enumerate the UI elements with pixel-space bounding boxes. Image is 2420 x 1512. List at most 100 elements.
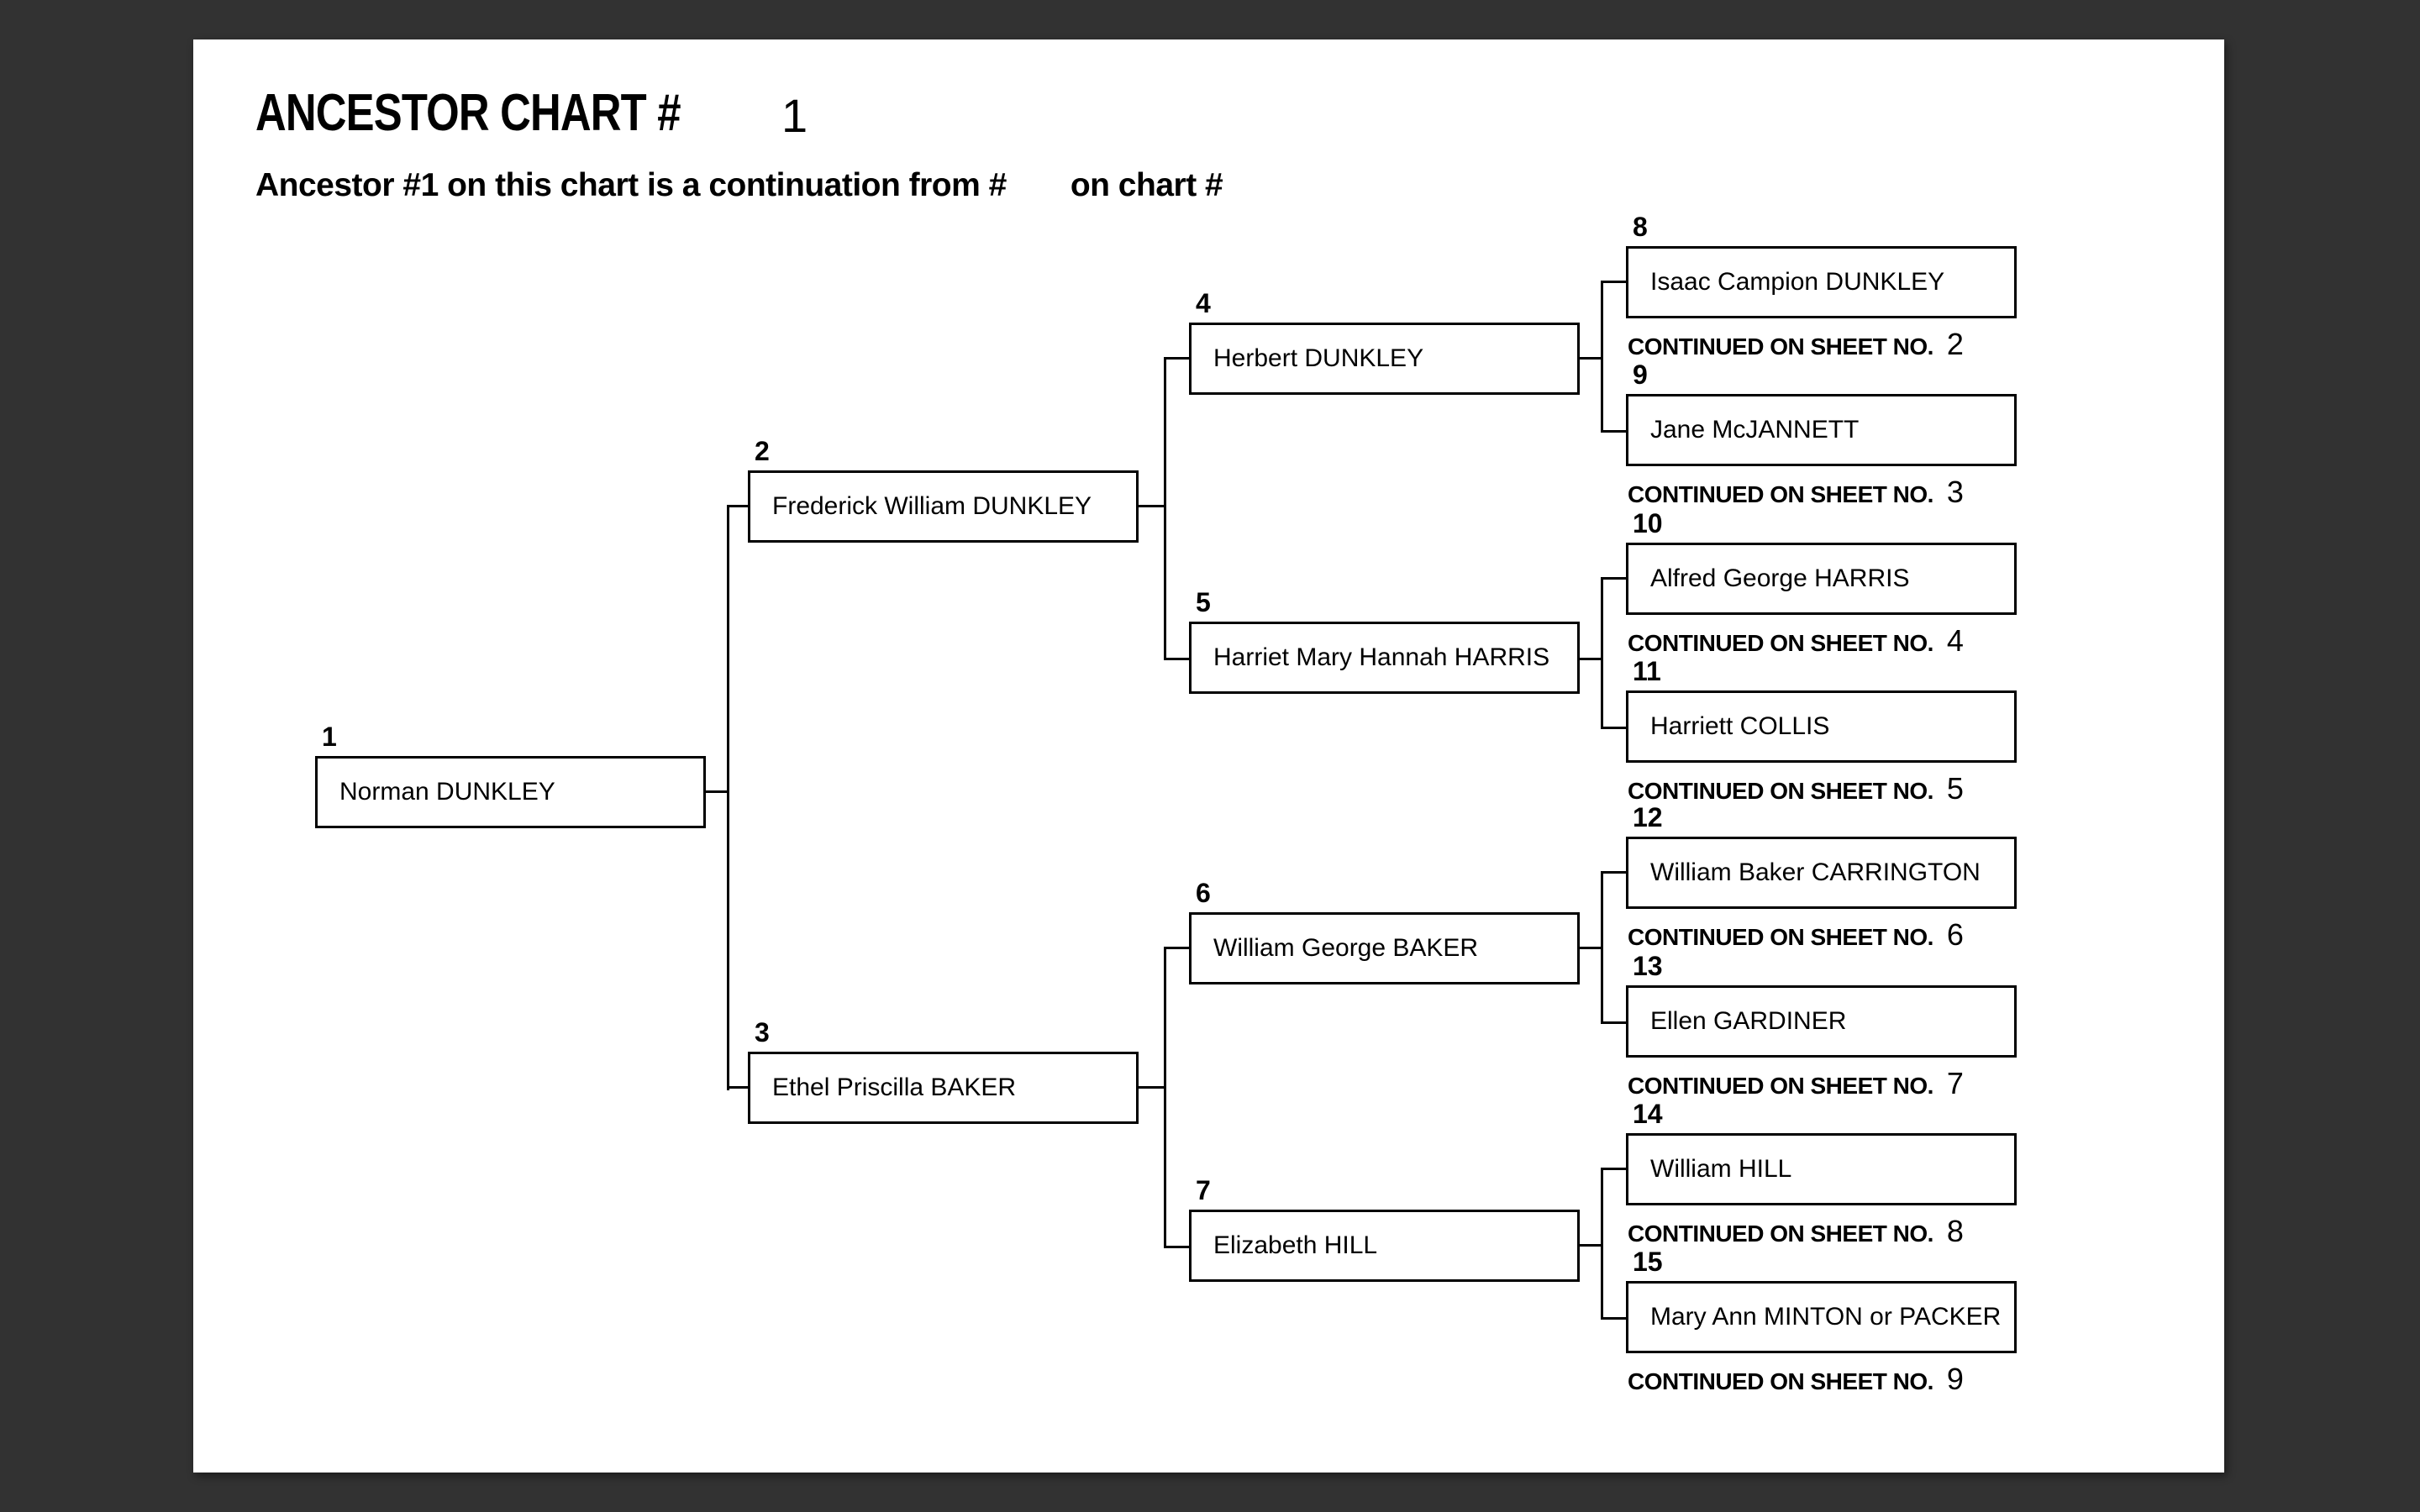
person-box-5: Harriet Mary Hannah HARRIS [1189,622,1580,694]
person-box-13: Ellen GARDINER [1626,985,2017,1058]
person-box-10: Alfred George HARRIS [1626,543,2017,615]
continued-label: CONTINUED ON SHEET NO. [1628,1221,1933,1247]
connector-line [1164,658,1189,660]
continued-label: CONTINUED ON SHEET NO. [1628,1368,1933,1394]
person-number-label: 14 [1633,1099,1663,1129]
continued-sheet-number: 6 [1946,917,1964,952]
person-box-11: Harriett COLLIS [1626,690,2017,763]
continued-note: CONTINUED ON SHEET NO. 7 [1628,1066,1964,1101]
continued-note: CONTINUED ON SHEET NO. 9 [1628,1362,1964,1397]
person-number-label: 8 [1633,212,1648,242]
connector-line [1601,577,1603,729]
person-number-label: 5 [1196,587,1211,617]
connector-line [706,790,729,793]
continued-note: CONTINUED ON SHEET NO. 2 [1628,327,1964,362]
person-box-15: Mary Ann MINTON or PACKER [1626,1281,2017,1353]
person-number-label: 4 [1196,288,1211,318]
person-box-6: William George BAKER [1189,912,1580,984]
person-number-label: 9 [1633,360,1648,390]
continued-sheet-number: 3 [1946,475,1964,509]
page-subtitle: Ancestor #1 on this chart is a continuat… [255,167,1223,204]
connector-line [1580,1244,1603,1247]
connector-line [1601,281,1626,283]
continued-label: CONTINUED ON SHEET NO. [1628,481,1933,507]
continued-sheet-number: 9 [1946,1362,1964,1396]
person-name: Alfred George HARRIS [1650,564,1910,592]
person-box-3: Ethel Priscilla BAKER [748,1052,1139,1124]
person-number-label: 1 [322,722,337,752]
person-name: Ellen GARDINER [1650,1007,1847,1035]
subtitle-on-chart-text: on chart # [1070,167,1223,203]
connector-line [1164,357,1189,360]
connector-line [1601,1168,1626,1170]
person-name: Mary Ann MINTON or PACKER [1650,1303,2002,1331]
person-box-9: Jane McJANNETT [1626,394,2017,466]
person-name: William George BAKER [1213,934,1479,962]
connector-line [1580,947,1603,949]
person-number-label: 10 [1633,508,1663,538]
person-number-label: 6 [1196,878,1211,908]
continued-label: CONTINUED ON SHEET NO. [1628,1073,1933,1099]
person-name: Norman DUNKLEY [339,778,555,806]
continued-label: CONTINUED ON SHEET NO. [1628,924,1933,950]
continued-label: CONTINUED ON SHEET NO. [1628,333,1933,360]
connector-line [1601,871,1603,1024]
person-number-label: 7 [1196,1175,1211,1205]
continued-note: CONTINUED ON SHEET NO. 4 [1628,623,1964,659]
person-number-label: 13 [1633,951,1663,981]
person-name: William HILL [1650,1155,1792,1183]
connector-line [1164,357,1166,660]
person-name: Harriett COLLIS [1650,712,1830,740]
connector-line [1580,658,1603,660]
connector-line [1601,1021,1626,1024]
person-name: William Baker CARRINGTON [1650,858,1981,886]
person-name: Harriet Mary Hannah HARRIS [1213,643,1550,671]
continued-note: CONTINUED ON SHEET NO. 3 [1628,475,1964,510]
continued-sheet-number: 5 [1946,771,1964,806]
person-name: Isaac Campion DUNKLEY [1650,268,1945,296]
continued-sheet-number: 7 [1946,1066,1964,1100]
person-number-label: 11 [1633,656,1661,686]
person-box-14: William HILL [1626,1133,2017,1205]
connector-line [1601,871,1626,874]
connector-line [1164,947,1166,1248]
continued-sheet-number: 4 [1946,623,1964,658]
continued-sheet-number: 8 [1946,1214,1964,1248]
person-box-8: Isaac Campion DUNKLEY [1626,246,2017,318]
connector-line [1601,577,1626,580]
person-box-1: Norman DUNKLEY [315,756,706,828]
person-name: Elizabeth HILL [1213,1231,1378,1259]
connector-line [1601,430,1626,433]
connector-line [1601,281,1603,433]
person-number-label: 2 [755,436,770,466]
connector-line [727,505,729,1090]
connector-line [727,1086,748,1089]
person-box-2: Frederick William DUNKLEY [748,470,1139,543]
connector-line [1601,1168,1603,1320]
continued-label: CONTINUED ON SHEET NO. [1628,630,1933,656]
person-box-4: Herbert DUNKLEY [1189,323,1580,395]
person-number-label: 12 [1633,802,1663,832]
document-page: ANCESTOR CHART # 1 Ancestor #1 on this c… [193,39,2224,1473]
continued-note: CONTINUED ON SHEET NO. 8 [1628,1214,1964,1249]
connector-line [1139,505,1166,507]
connector-line [1139,1086,1166,1089]
continued-sheet-number: 2 [1946,327,1964,361]
connector-line [1601,1317,1626,1320]
subtitle-continuation-text: Ancestor #1 on this chart is a continuat… [255,167,1007,203]
person-box-12: William Baker CARRINGTON [1626,837,2017,909]
continued-label: CONTINUED ON SHEET NO. [1628,778,1933,804]
connector-line [1164,1246,1189,1248]
person-name: Herbert DUNKLEY [1213,344,1424,372]
person-box-7: Elizabeth HILL [1189,1210,1580,1282]
person-name: Ethel Priscilla BAKER [772,1074,1017,1101]
connector-line [1164,947,1189,949]
person-number-label: 15 [1633,1247,1663,1277]
connector-line [727,505,748,507]
connector-line [1601,727,1626,729]
continued-note: CONTINUED ON SHEET NO. 6 [1628,917,1964,953]
person-number-label: 3 [755,1017,770,1047]
page-title: ANCESTOR CHART # [255,84,681,142]
chart-number-value: 1 [781,89,808,142]
